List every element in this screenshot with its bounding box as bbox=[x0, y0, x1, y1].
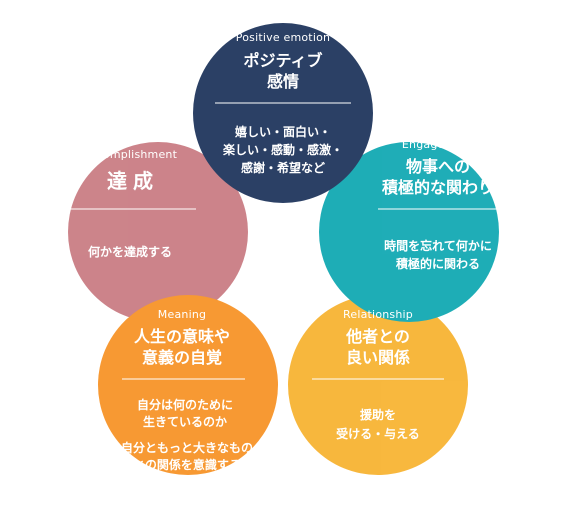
accomplishment-body: 何かを達成する bbox=[88, 244, 172, 259]
accomplishment-label-group: Accomplishment 達成 何かを達成する bbox=[66, 148, 196, 259]
relationship-title-line-2: 良い関係 bbox=[346, 348, 410, 367]
meaning-body-line-3: 自分ともっと大きなもの bbox=[121, 440, 253, 455]
positive-emotion-body-line-2: 楽しい・感動・感激・ bbox=[223, 142, 343, 157]
relationship-english: Relationship bbox=[343, 308, 413, 321]
meaning-body-line-4: との関係を意識する bbox=[133, 457, 241, 472]
accomplishment-circle bbox=[68, 142, 248, 322]
meaning-label-group: Meaning 人生の意味や 意義の自覚 自分は何のために 生きているのか 自分… bbox=[121, 308, 253, 472]
meaning-title-line-2: 意義の自覚 bbox=[142, 348, 222, 367]
engagement-label-group: Engagement 物事への 積極的な関わり 時間を忘れて何かに 積極的に関わ… bbox=[378, 138, 500, 271]
relationship-circle bbox=[288, 295, 468, 475]
accomplishment-english: Accomplishment bbox=[83, 148, 178, 161]
positive-emotion-label-group: Positive emotion ポジティブ 感情 嬉しい・面白い・ 楽しい・感… bbox=[215, 31, 351, 175]
meaning-body-line-2: 生きているのか bbox=[143, 414, 227, 429]
meaning-title-line-1: 人生の意味や bbox=[134, 327, 230, 346]
positive-emotion-body-line-3: 感謝・希望など bbox=[241, 160, 325, 175]
meaning-body-line-1: 自分は何のために bbox=[137, 397, 233, 412]
engagement-body-line-2: 積極的に関わる bbox=[395, 256, 480, 271]
relationship-body-line-2: 受ける・与える bbox=[336, 426, 420, 441]
relationship-body-line-1: 援助を bbox=[360, 407, 396, 422]
relationship-label-group: Relationship 他者との 良い関係 援助を 受ける・与える bbox=[312, 308, 444, 441]
engagement-body-line-1: 時間を忘れて何かに bbox=[384, 238, 492, 253]
relationship-title-line-1: 他者との bbox=[345, 327, 410, 346]
engagement-circle bbox=[319, 142, 499, 322]
engagement-title-line-1: 物事への bbox=[406, 157, 470, 176]
positive-emotion-title-line-2: 感情 bbox=[267, 72, 299, 91]
engagement-title-line-2: 積極的な関わり bbox=[381, 178, 494, 197]
meaning-english: Meaning bbox=[158, 308, 206, 321]
engagement-english: Engagement bbox=[402, 138, 475, 151]
accomplishment-title: 達成 bbox=[107, 169, 159, 193]
positive-emotion-body-line-1: 嬉しい・面白い・ bbox=[235, 124, 331, 139]
positive-emotion-circle bbox=[193, 23, 373, 203]
meaning-circle bbox=[98, 295, 278, 475]
positive-emotion-title-line-1: ポジティブ bbox=[243, 51, 322, 70]
positive-emotion-english: Positive emotion bbox=[236, 31, 330, 44]
